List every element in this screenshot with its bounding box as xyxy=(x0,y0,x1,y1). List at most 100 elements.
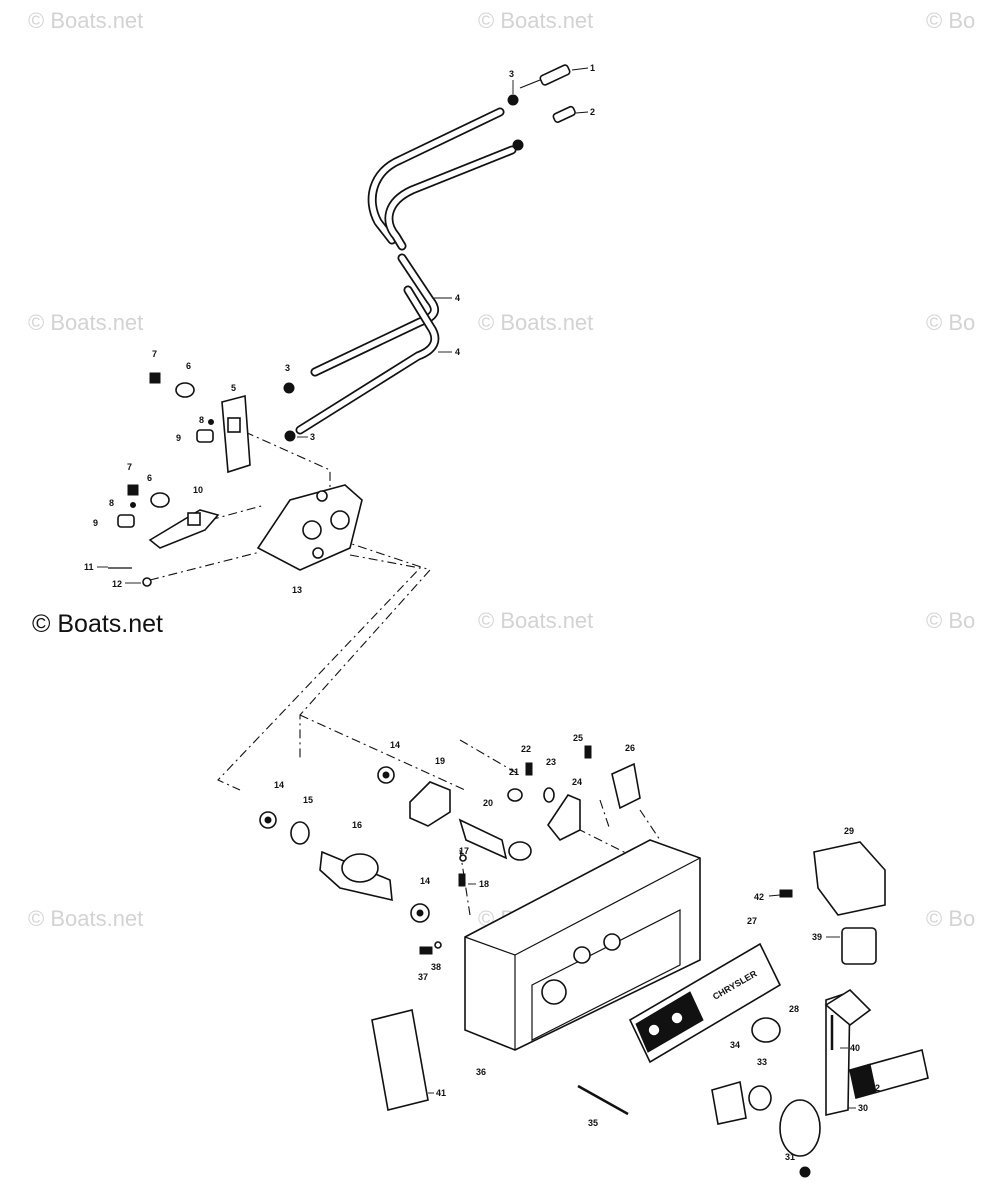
washer-38 xyxy=(434,941,442,949)
cable-end-1 xyxy=(519,64,571,89)
callout-14: 14 xyxy=(274,780,284,790)
screw-42 xyxy=(779,889,793,898)
watermark: © Boats.net xyxy=(28,8,144,33)
bracket-26 xyxy=(611,762,641,810)
callout-18: 18 xyxy=(479,879,489,889)
callout-7: 7 xyxy=(152,349,157,359)
control-box-36 xyxy=(464,839,701,1051)
callout-6: 6 xyxy=(147,473,152,483)
washer-6 xyxy=(150,492,170,508)
cam-19 xyxy=(409,781,451,827)
callout-24: 24 xyxy=(572,777,582,787)
callout-38: 38 xyxy=(431,962,441,972)
callout-15: 15 xyxy=(303,795,313,805)
copyright-label: © Boats.net xyxy=(32,610,163,638)
bolt-9 xyxy=(196,429,214,443)
watermark: © Boats.net xyxy=(478,608,594,633)
callout-14: 14 xyxy=(390,740,400,750)
callout-3: 3 xyxy=(310,432,315,442)
callout-34: 34 xyxy=(730,1040,740,1050)
knob-31 xyxy=(799,1166,811,1178)
cover-29 xyxy=(813,841,886,916)
washer-12 xyxy=(142,577,152,587)
callout-20: 20 xyxy=(483,798,493,808)
plunger-20 xyxy=(458,818,532,861)
callout-40: 40 xyxy=(850,1043,860,1053)
watermark: © Boats.net xyxy=(478,310,594,335)
callout-13: 13 xyxy=(292,585,302,595)
callout-17: 17 xyxy=(459,846,469,856)
control-cable-lower xyxy=(295,253,440,435)
bracket-24 xyxy=(547,794,581,842)
callout-30: 30 xyxy=(858,1103,868,1113)
callout-6: 6 xyxy=(186,361,191,371)
callout-33: 33 xyxy=(757,1057,767,1067)
bushing-14 xyxy=(377,766,395,784)
screw-7 xyxy=(127,484,139,496)
ring-33 xyxy=(748,1085,772,1111)
callout-31: 31 xyxy=(785,1152,795,1162)
nameplate-27: CHRYSLER xyxy=(628,942,782,1064)
callout-39: 39 xyxy=(812,932,822,942)
nut-3 xyxy=(283,382,295,394)
callout-16: 16 xyxy=(352,820,362,830)
callout-1: 1 xyxy=(590,63,595,73)
spring-18 xyxy=(458,873,466,887)
callout-21: 21 xyxy=(509,767,519,777)
switch-39 xyxy=(841,927,877,965)
callout-29: 29 xyxy=(844,826,854,836)
callout-25: 25 xyxy=(573,733,583,743)
callout-labels: 1 2 3 3 3 4 4 5 6 6 7 7 8 8 9 9 10 11 12… xyxy=(84,63,880,1162)
spring-23 xyxy=(543,787,555,803)
shaft-16 xyxy=(319,850,393,902)
nut-3 xyxy=(512,139,524,151)
callout-7: 7 xyxy=(127,462,132,472)
bushing-14 xyxy=(259,811,277,829)
callout-4: 4 xyxy=(455,347,460,357)
callout-41: 41 xyxy=(436,1088,446,1098)
callout-3: 3 xyxy=(285,363,290,373)
callout-36: 36 xyxy=(476,1067,486,1077)
screw-35 xyxy=(577,1084,629,1116)
callout-12: 12 xyxy=(112,579,122,589)
control-cable-upper xyxy=(367,107,517,251)
callout-22: 22 xyxy=(521,744,531,754)
callout-3: 3 xyxy=(509,69,514,79)
nut-3 xyxy=(507,94,519,106)
watermark: © Boats.net xyxy=(28,906,144,931)
lever-10 xyxy=(148,509,220,549)
watermark: © Boats.net xyxy=(28,310,144,335)
callout-2: 2 xyxy=(590,107,595,117)
screw-22 xyxy=(525,762,533,776)
callout-14: 14 xyxy=(420,876,430,886)
cap-28 xyxy=(751,1017,781,1043)
washer-6 xyxy=(175,382,195,398)
decal-32 xyxy=(849,1049,929,1099)
callout-9: 9 xyxy=(93,518,98,528)
callout-8: 8 xyxy=(109,498,114,508)
nut-3 xyxy=(284,430,296,442)
callout-23: 23 xyxy=(546,757,556,767)
bolt-9 xyxy=(117,514,135,528)
callout-35: 35 xyxy=(588,1118,598,1128)
screw-37 xyxy=(419,946,433,955)
callout-37: 37 xyxy=(418,972,428,982)
collar-34 xyxy=(711,1080,747,1125)
callout-leaders xyxy=(97,67,856,1109)
bushing-14 xyxy=(410,903,430,923)
callout-9: 9 xyxy=(176,433,181,443)
callout-19: 19 xyxy=(435,756,445,766)
callout-28: 28 xyxy=(789,1004,799,1014)
watermark: © Bo xyxy=(926,608,976,633)
callout-26: 26 xyxy=(625,743,635,753)
callout-5: 5 xyxy=(231,383,236,393)
callout-4: 4 xyxy=(455,293,460,303)
cable-end-2 xyxy=(552,105,576,123)
watermark: © Bo xyxy=(926,906,976,931)
screw-25 xyxy=(584,745,592,759)
callout-10: 10 xyxy=(193,485,203,495)
pad-41 xyxy=(371,1009,429,1111)
ring-15 xyxy=(290,821,310,845)
cable-plate-13 xyxy=(256,484,363,571)
